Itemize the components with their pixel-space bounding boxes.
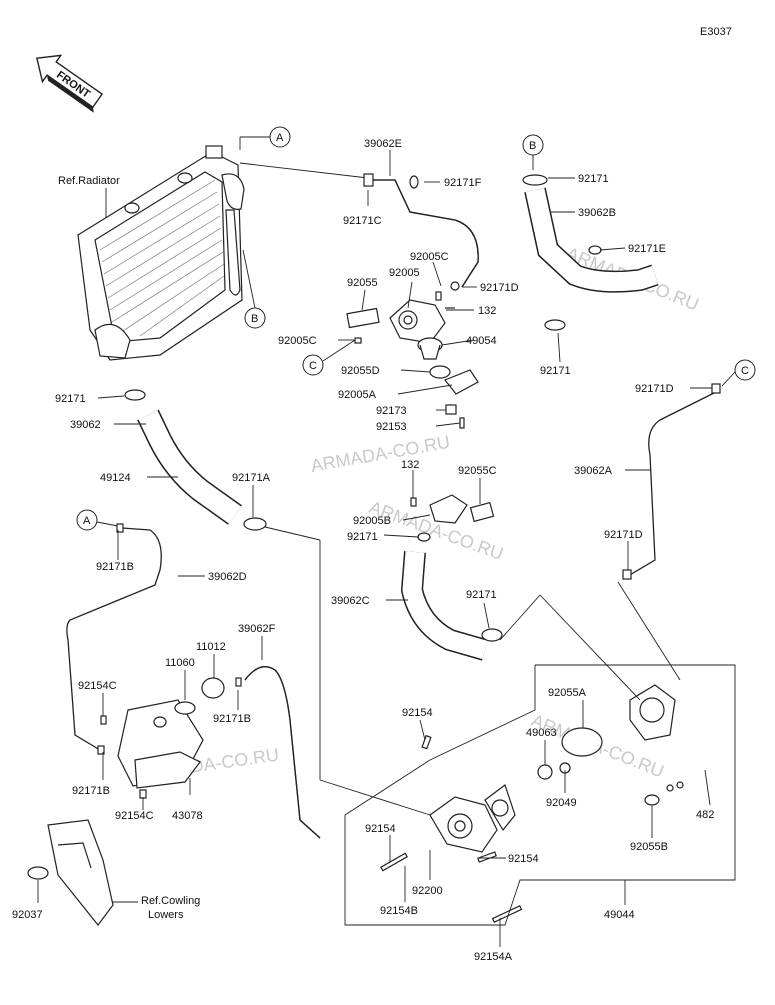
part-label: 92055B bbox=[630, 841, 668, 853]
part-label: 92049 bbox=[546, 797, 577, 809]
part-labels: 39062E 92171F 92171C 92005C 92005 92055 … bbox=[12, 138, 714, 963]
part-label: 482 bbox=[696, 809, 714, 821]
part-label: 92055C bbox=[458, 465, 497, 477]
part-label: 39062C bbox=[331, 595, 370, 607]
marker-c-right: C bbox=[721, 359, 756, 387]
part-label: 49054 bbox=[466, 335, 497, 347]
part-label: 92171C bbox=[343, 215, 382, 227]
part-label: 92171 bbox=[540, 365, 571, 377]
hose-49124 bbox=[124, 389, 267, 531]
part-label: 92005A bbox=[338, 389, 377, 401]
thermostat-housing bbox=[346, 281, 460, 344]
part-label: 39062F bbox=[238, 623, 276, 635]
part-label: 92171 bbox=[578, 173, 609, 185]
part-label: 92171E bbox=[628, 243, 666, 255]
leader-line bbox=[239, 162, 369, 179]
part-label: 92171D bbox=[480, 282, 519, 294]
part-label: 92171A bbox=[232, 472, 271, 484]
part-label: 92171 bbox=[347, 531, 378, 543]
hose-39062c bbox=[400, 551, 503, 661]
part-label: 92171B bbox=[213, 713, 251, 725]
part-label: 39062A bbox=[574, 465, 613, 477]
part-label: 92154B bbox=[380, 905, 418, 917]
part-label: 92173 bbox=[376, 405, 407, 417]
water-pump bbox=[380, 684, 684, 923]
front-arrow-icon: FRONT bbox=[36, 54, 104, 113]
watermark: ARMADA-CO.RU bbox=[309, 432, 451, 476]
part-label: 92037 bbox=[12, 909, 43, 921]
part-label: 132 bbox=[478, 305, 496, 317]
ref-radiator-label: Ref.Radiator bbox=[58, 175, 120, 187]
part-label: 92055A bbox=[548, 687, 587, 699]
marker-a: A bbox=[239, 126, 291, 150]
part-label: 92154C bbox=[115, 810, 154, 822]
marker-a-lower: A bbox=[76, 509, 119, 531]
part-label: 92171F bbox=[444, 177, 482, 189]
part-label: 49124 bbox=[100, 472, 131, 484]
part-label: 92005C bbox=[278, 335, 317, 347]
part-label: 39062E bbox=[364, 138, 402, 150]
marker-c-right-label: C bbox=[741, 365, 749, 377]
part-label: 92154 bbox=[365, 823, 396, 835]
part-label: 49044 bbox=[604, 909, 635, 921]
marker-a-lower-label: A bbox=[83, 515, 91, 527]
part-label: 92153 bbox=[376, 421, 407, 433]
marker-a-label: A bbox=[276, 132, 284, 144]
assembly-outline bbox=[344, 664, 736, 926]
hose-39062a bbox=[622, 383, 721, 580]
part-label: 132 bbox=[401, 459, 419, 471]
part-label: 92171D bbox=[604, 529, 643, 541]
part-label: 39062 bbox=[70, 419, 101, 431]
part-label: 92171B bbox=[96, 561, 134, 573]
cowling-bracket bbox=[27, 819, 114, 926]
part-label: 92171B bbox=[72, 785, 110, 797]
marker-b-upper-label: B bbox=[529, 140, 536, 152]
part-label: 92005B bbox=[353, 515, 391, 527]
hose-39062e bbox=[363, 173, 479, 288]
part-label: 92154 bbox=[402, 707, 433, 719]
ref-cowling-label: Ref.Cowling bbox=[141, 895, 200, 907]
part-label: 92154C bbox=[78, 680, 117, 692]
part-label: 49063 bbox=[526, 727, 557, 739]
hose-39062b bbox=[522, 174, 659, 331]
part-label: 39062B bbox=[578, 207, 616, 219]
marker-c: C bbox=[302, 339, 356, 376]
part-label: 92055D bbox=[341, 365, 380, 377]
hose-39062f bbox=[244, 666, 321, 839]
part-label: 92171D bbox=[635, 383, 674, 395]
radiator bbox=[77, 145, 245, 361]
part-label: 39062D bbox=[208, 571, 247, 583]
part-label: 92154A bbox=[474, 951, 513, 963]
diagram-code: E3037 bbox=[700, 26, 732, 38]
part-label: 92055 bbox=[347, 277, 378, 289]
fitting-92005b bbox=[410, 494, 495, 542]
hose-39062d bbox=[66, 523, 162, 755]
thermostat bbox=[354, 337, 479, 429]
marker-b-upper: B bbox=[522, 134, 544, 170]
part-label: 11060 bbox=[165, 657, 195, 669]
reservoir-tank bbox=[100, 677, 242, 799]
marker-c-label: C bbox=[309, 360, 317, 372]
part-label: 43078 bbox=[172, 810, 203, 822]
part-label: 92154 bbox=[508, 853, 539, 865]
leader-lines bbox=[37, 150, 712, 947]
marker-b-label: B bbox=[251, 313, 258, 325]
part-label: 92005 bbox=[389, 267, 420, 279]
part-label: 92171 bbox=[55, 393, 86, 405]
part-label: 92171 bbox=[466, 589, 497, 601]
ref-cowling-lowers-label: Lowers bbox=[148, 909, 184, 921]
part-label: 92200 bbox=[412, 885, 443, 897]
part-label: 92005C bbox=[410, 251, 449, 263]
part-label: 11012 bbox=[196, 641, 226, 653]
marker-b: B bbox=[242, 249, 266, 329]
